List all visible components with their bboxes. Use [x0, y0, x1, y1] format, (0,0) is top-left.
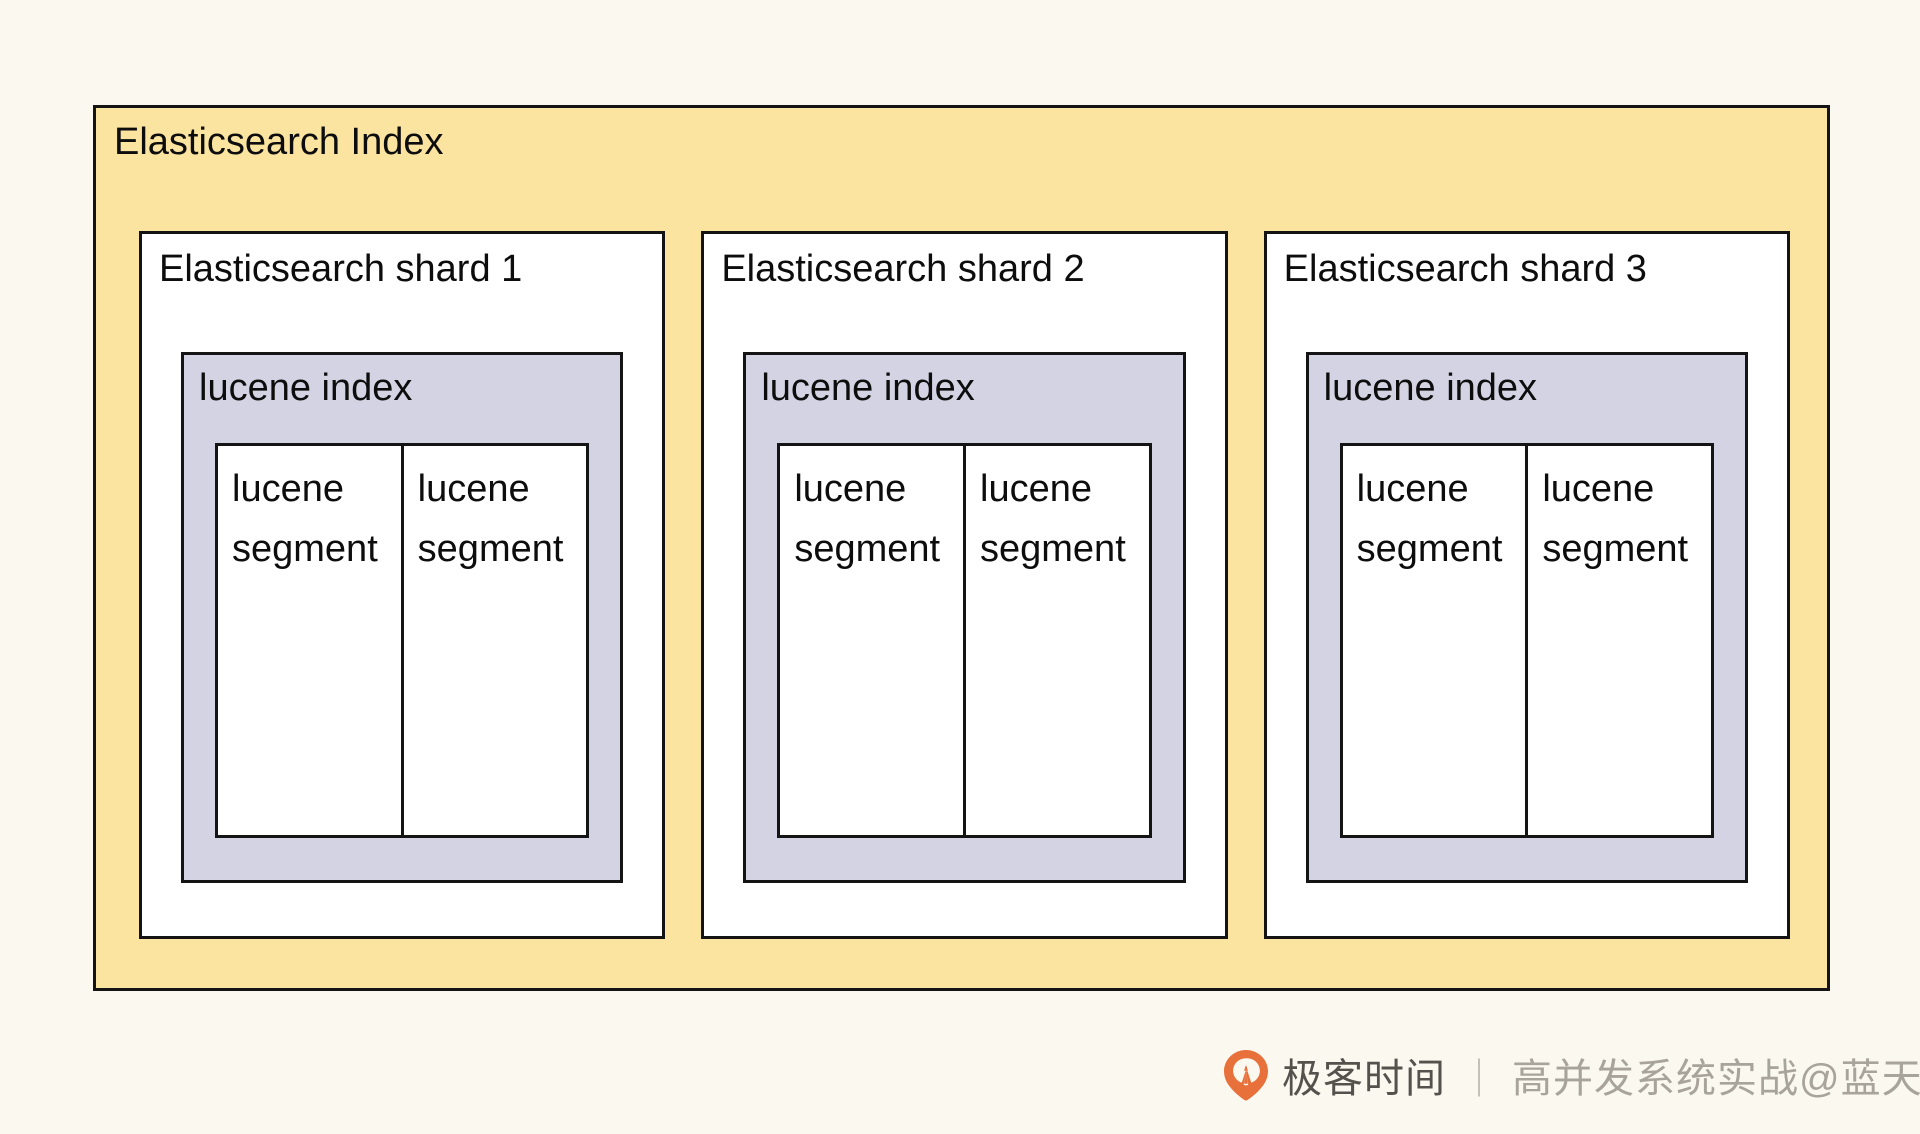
elasticsearch-index-title: Elasticsearch Index	[114, 121, 444, 163]
shard-1-lucene-segment-2: lucene segment	[400, 446, 587, 835]
shard-1-segment-2-label: lucene segment	[417, 468, 564, 570]
shard-2-lucene-index-title: lucene index	[761, 367, 975, 409]
shard-3-segment-1-label: lucene segment	[1356, 468, 1503, 570]
shard-2-title: Elasticsearch shard 2	[721, 248, 1085, 290]
geekbang-logo-icon	[1224, 1050, 1268, 1101]
shard-3-lucene-segment-1: lucene segment	[1342, 446, 1526, 835]
elasticsearch-shard-2: Elasticsearch shard 2 lucene index lucen…	[701, 231, 1228, 939]
shard-1-lucene-index-title: lucene index	[199, 367, 413, 409]
shard-1-lucene-index: lucene index lucene segment lucene segme…	[181, 352, 624, 883]
shard-3-segment-row: lucene segment lucene segment	[1339, 443, 1714, 838]
shard-2-segment-row: lucene segment lucene segment	[777, 443, 1152, 838]
footer-separator: ｜	[1460, 1058, 1499, 1101]
shard-3-title: Elasticsearch shard 3	[1283, 248, 1647, 290]
elasticsearch-shard-3: Elasticsearch shard 3 lucene index lucen…	[1263, 231, 1790, 939]
shard-1-segment-row: lucene segment lucene segment	[215, 443, 590, 838]
shard-2-lucene-index: lucene index lucene segment lucene segme…	[743, 352, 1186, 883]
footer-course-label: 高并发系统实战@蓝天	[1512, 1057, 1920, 1101]
shard-2-segment-2-label: lucene segment	[980, 468, 1126, 570]
shard-1-title: Elasticsearch shard 1	[159, 248, 523, 290]
footer-watermark: 极客时间 ｜ 高并发系统实战@蓝天	[1218, 1040, 1920, 1110]
shard-3-lucene-index: lucene index lucene segment lucene segme…	[1305, 352, 1748, 883]
elasticsearch-index-container: Elasticsearch Index Elasticsearch shard …	[93, 105, 1830, 991]
shard-2-lucene-segment-1: lucene segment	[780, 446, 963, 835]
shard-1-lucene-segment-1: lucene segment	[218, 446, 401, 835]
shard-2-segment-1-label: lucene segment	[794, 468, 941, 570]
shard-3-lucene-index-title: lucene index	[1323, 367, 1538, 409]
shard-3-segment-2-label: lucene segment	[1542, 468, 1689, 570]
shard-1-segment-1-label: lucene segment	[232, 468, 378, 570]
elasticsearch-shard-1: Elasticsearch shard 1 lucene index lucen…	[139, 231, 666, 939]
shard-3-lucene-segment-2: lucene segment	[1525, 446, 1711, 835]
shard-2-lucene-segment-2: lucene segment	[963, 446, 1149, 835]
footer-brand-label: 极客时间	[1282, 1057, 1446, 1101]
shard-row: Elasticsearch shard 1 lucene index lucen…	[139, 231, 1790, 939]
